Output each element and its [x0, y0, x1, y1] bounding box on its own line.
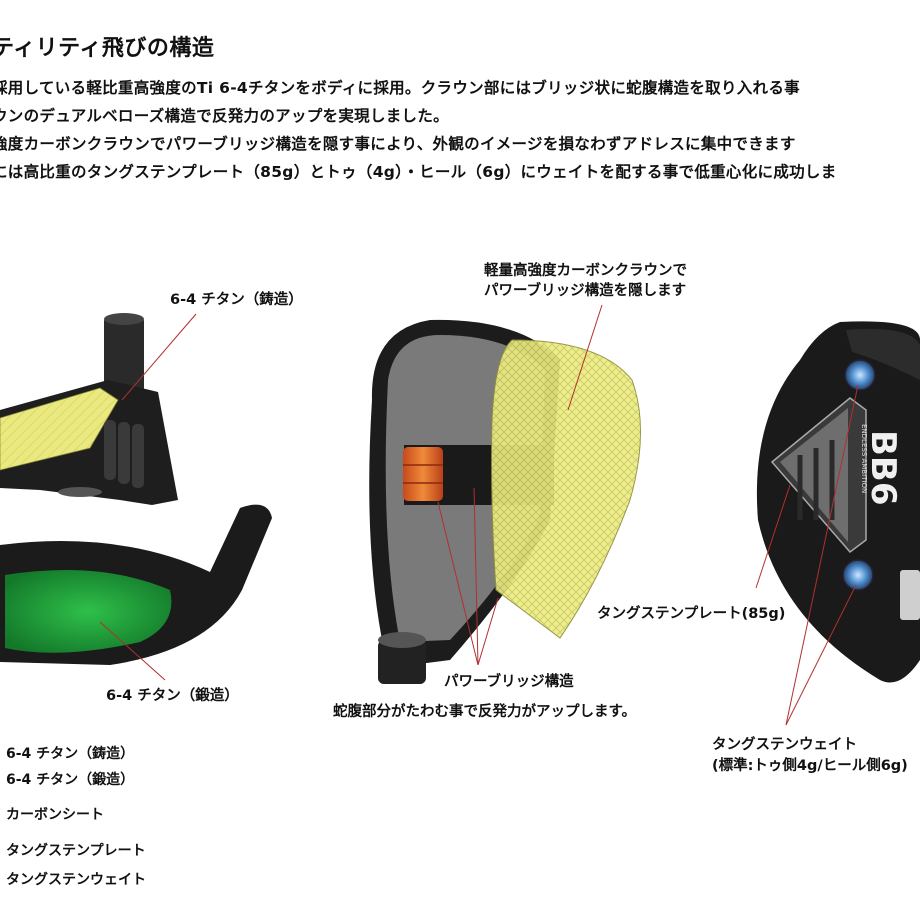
legend-item-forged: 6-4 チタン（鍛造）	[6, 772, 135, 788]
cast-screw	[58, 487, 102, 497]
hosel-left	[104, 318, 144, 396]
label-carbon-crown-1: 軽量高強度カーボンクラウンで	[484, 263, 687, 279]
forged-face-view	[0, 504, 272, 665]
heel-weight-icon	[842, 559, 874, 591]
label-tungsten-weight-2: (標準:トゥ側4g/ヒール側6g)	[712, 758, 908, 774]
legend-item-carbon: カーボンシート	[6, 807, 104, 823]
legend-item-tungsten-plate: タングステンプレート	[6, 843, 146, 859]
sole-adjuster	[900, 570, 920, 620]
label-cast-titanium: 6-4 チタン（鋳造）	[170, 292, 303, 308]
cast-bellows	[104, 420, 144, 488]
sole-sub-text: ENDLESS AMBITION	[860, 424, 868, 493]
intro-line-1: 採用している軽比重高強度のTi 6-4チタンをボディに採用。クラウン部にはブリッ…	[0, 79, 800, 97]
legend-item-tungsten-weight: タングステンウェイト	[6, 872, 146, 888]
forged-green-face	[5, 570, 172, 653]
label-forged-titanium: 6-4 チタン（鍛造）	[106, 688, 239, 704]
leader-lines	[99, 304, 859, 726]
bellows-orange	[403, 447, 443, 501]
sole-brand-text: BB6	[863, 430, 903, 506]
cast-yellow-section	[0, 387, 119, 471]
page-title: ティリティ飛びの構造	[0, 36, 215, 61]
label-bellows-note: 蛇腹部分がたわむ事で反発力がアップします。	[333, 704, 637, 720]
cast-body-cutaway	[0, 313, 178, 505]
legend-item-cast: 6-4 チタン（鋳造）	[6, 746, 135, 762]
section-hosel	[378, 640, 426, 684]
carbon-crown-overlay	[491, 339, 641, 639]
label-power-bridge: パワーブリッジ構造	[444, 674, 574, 690]
cross-section-view	[369, 319, 641, 684]
intro-line-4: には高比重のタングステンプレート（85g）とトゥ（4g）・ヒール（6g）にウェイ…	[0, 163, 837, 181]
label-tungsten-weight-1: タングステンウェイト	[712, 737, 857, 753]
label-tungsten-plate: タングステンプレート(85g)	[597, 606, 786, 622]
sole-view: BB6 ENDLESS AMBITION	[756, 321, 920, 683]
intro-line-3: 強度カーボンクラウンでパワーブリッジ構造を隠す事により、外観のイメージを損なわず…	[0, 135, 796, 153]
intro-line-2: ウンのデュアルベローズ構造で反発力のアップを実現しました。	[0, 107, 449, 125]
label-carbon-crown-2: パワーブリッジ構造を隠します	[484, 283, 687, 299]
toe-weight-icon	[844, 359, 876, 391]
